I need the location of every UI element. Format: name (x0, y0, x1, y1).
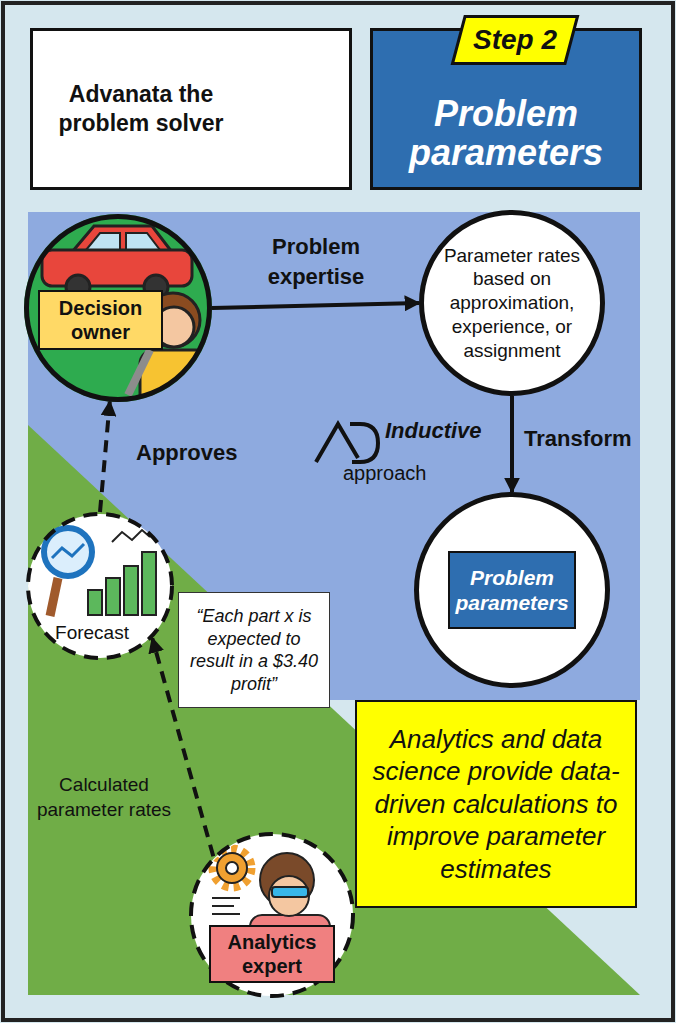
analytics-expert-circle-shape (191, 834, 353, 996)
decision-owner-circle-shape (27, 217, 210, 400)
dashed-arrow (100, 402, 110, 512)
step-box: Problem parametersStep 2 (370, 28, 642, 190)
forecast-circle-shape (28, 514, 172, 658)
node-text: Advanata the problem solver (49, 80, 233, 138)
callout-box: Analytics and data science provide data-… (355, 700, 637, 908)
problem-parameters-circle-shape (417, 495, 608, 686)
forecast-circle: Forecast (26, 512, 174, 660)
node-text: “Each part x is expected to result in a … (183, 605, 325, 695)
forecast-icon (44, 528, 156, 616)
edge-label: Calculated parameter rates (34, 772, 174, 822)
node-text: Analytics expert (209, 925, 335, 983)
ad-logo (316, 424, 378, 462)
node-text: Step 2 (473, 24, 557, 56)
decision-owner-circle: Decision owner (24, 214, 212, 402)
parameter-rates-circle: Parameter rates based on approximation, … (419, 210, 605, 396)
edge-label: Transform (524, 426, 632, 452)
edge-label: Approves (136, 440, 237, 466)
edge-label: Problem expertise (236, 232, 396, 292)
arrow (212, 303, 419, 308)
node-text: Decision owner (38, 290, 163, 350)
node-text: Problem parameters (448, 551, 576, 629)
node-text: Parameter rates based on approximation, … (432, 244, 592, 363)
node-text: Forecast (55, 622, 129, 644)
step-tag-shape (453, 17, 578, 64)
logo-label: approach (343, 462, 426, 485)
node-text: Problem parameters (381, 94, 631, 173)
analytics-expert-circle: Analytics expert (189, 832, 355, 998)
logo-label: Inductive (385, 418, 482, 444)
title-box: Advanata the problem solver (30, 28, 352, 190)
parameter-rates-circle-shape (422, 213, 603, 394)
step-tag: Step 2 (451, 15, 579, 65)
quote-box: “Each part x is expected to result in a … (178, 592, 330, 708)
node-text: Analytics and data science provide data-… (362, 723, 630, 886)
arrow (510, 396, 514, 492)
problem-parameters-circle: Problem parameters (414, 492, 610, 688)
